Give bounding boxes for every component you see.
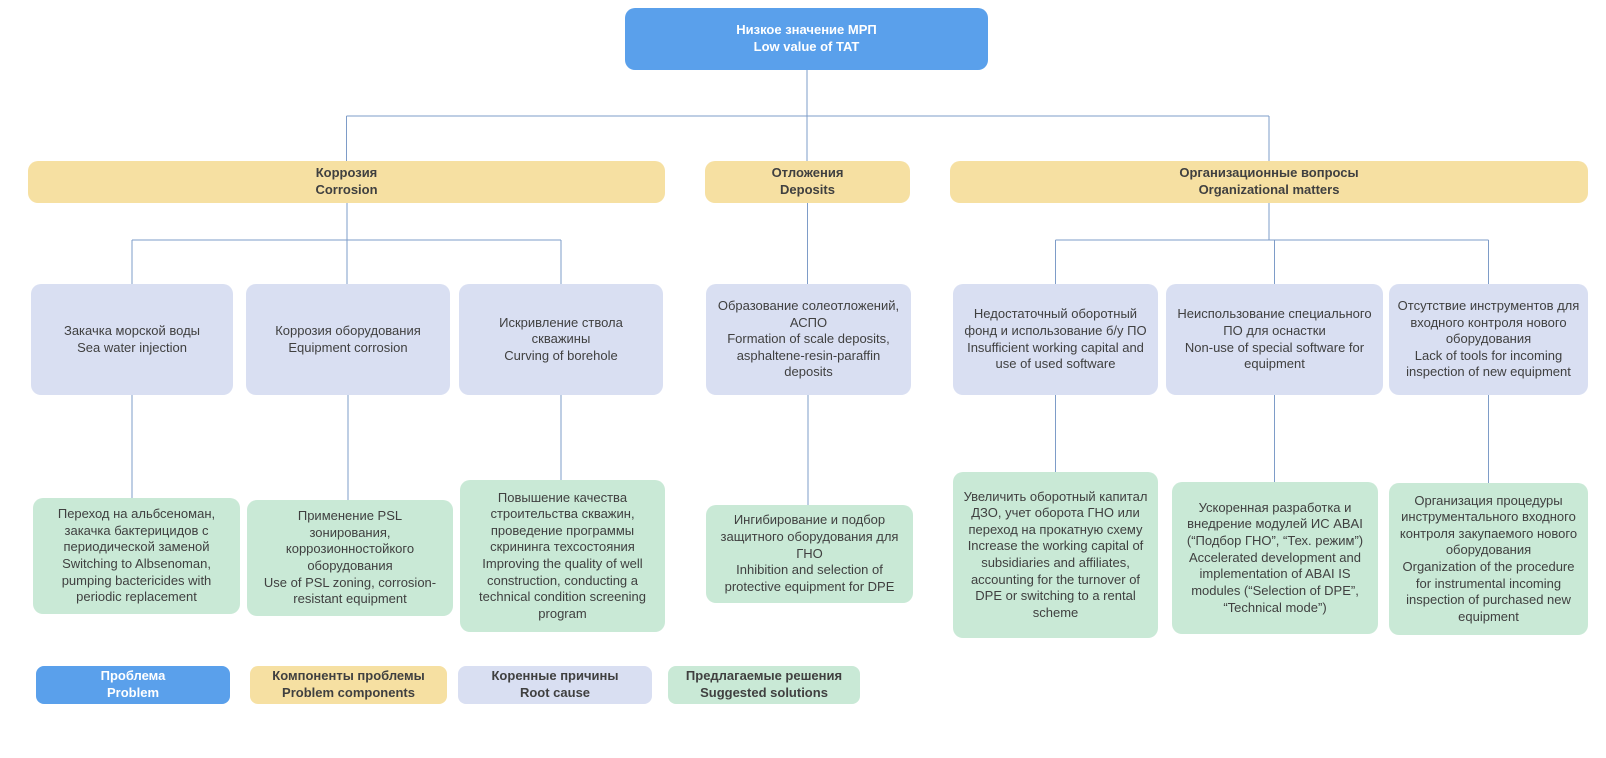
solution-ru: Увеличить оборотный капитал ДЗО, учет об… <box>963 488 1148 537</box>
legend-root-cause-en: Root cause <box>519 685 591 700</box>
legend-item-problem: Проблема Problem <box>36 666 230 704</box>
solution-ru: Повышение качества строительства скважин… <box>490 489 635 555</box>
cause-en: Lack of tools for incoming inspection of… <box>1406 347 1571 380</box>
component-node-corrosion: Коррозия Corrosion <box>28 161 665 203</box>
component-deposits-ru: Отложения <box>771 165 844 181</box>
legend-item-problem-components: Компоненты проблемы Problem components <box>250 666 447 704</box>
cause-ru: Коррозия оборудования <box>275 322 421 338</box>
solution-ru: Организация процедуры инструментального … <box>1399 492 1578 558</box>
solution-ru: Ингибирование и подбор защитного оборудо… <box>720 512 899 561</box>
legend-solutions-en: Suggested solutions <box>700 685 828 700</box>
solution-node-inhibition-protective-equipment: Ингибирование и подбор защитного оборудо… <box>706 505 913 603</box>
solution-en: Use of PSL zoning, corrosion-resistant e… <box>263 574 437 607</box>
solution-node-abai-is-modules: Ускоренная разработка и внедрение модуле… <box>1172 482 1378 634</box>
cause-node-sea-water-injection: Закачка морской воды Sea water injection <box>31 284 233 395</box>
cause-ru: Закачка морской воды <box>63 322 201 338</box>
cause-node-borehole-curving: Искривление ствола скважины Curving of b… <box>459 284 663 395</box>
cause-ru: Недостаточный оборотный фонд и использов… <box>964 306 1147 338</box>
solution-node-increase-working-capital: Увеличить оборотный капитал ДЗО, учет об… <box>953 472 1158 638</box>
cause-node-no-incoming-inspection-tools: Отсутствие инструментов для входного кон… <box>1389 284 1588 395</box>
solution-en: Improving the quality of well constructi… <box>479 556 646 621</box>
component-node-organizational-matters: Организационные вопросы Organizational m… <box>950 161 1588 203</box>
legend-components-ru: Компоненты проблемы <box>272 668 425 684</box>
solution-en: Accelerated development and implementati… <box>1188 549 1361 615</box>
component-organizational-ru: Организационные вопросы <box>1179 165 1359 181</box>
problem-node-en: Low value of TAT <box>753 39 860 54</box>
solution-ru: Переход на альбсеноман, закачка бактериц… <box>57 506 216 555</box>
cause-en: Insufficient working capital and use of … <box>967 339 1144 372</box>
cause-node-scale-deposits: Образование солеотложений, АСПО Formatio… <box>706 284 911 395</box>
component-deposits-en: Deposits <box>780 182 835 197</box>
legend-item-suggested-solutions: Предлагаемые решения Suggested solutions <box>668 666 860 704</box>
solution-ru: Ускоренная разработка и внедрение модуле… <box>1186 499 1364 549</box>
legend-root-cause-ru: Коренные причины <box>491 668 619 684</box>
solution-node-psl-zoning: Применение PSL зонирования, коррозионнос… <box>247 500 453 616</box>
cause-node-no-special-software: Неиспользование специального ПО для осна… <box>1166 284 1383 395</box>
cause-en: Sea water injection <box>77 339 187 355</box>
solution-en: Switching to Albsenoman, pumping bacteri… <box>61 556 212 605</box>
component-corrosion-ru: Коррозия <box>315 165 378 181</box>
cause-ru: Искривление ствола скважины <box>499 314 623 347</box>
cause-ru: Отсутствие инструментов для входного кон… <box>1397 297 1580 347</box>
cause-en: Formation of scale deposits, asphaltene-… <box>727 331 890 380</box>
solution-en: Inhibition and selection of protective e… <box>724 562 895 594</box>
legend-problem-ru: Проблема <box>100 668 166 684</box>
component-corrosion-en: Corrosion <box>315 182 378 197</box>
component-node-deposits: Отложения Deposits <box>705 161 910 203</box>
solution-node-albsenoman-switch: Переход на альбсеноман, закачка бактериц… <box>33 498 240 614</box>
solution-node-incoming-inspection-procedure: Организация процедуры инструментального … <box>1389 483 1588 635</box>
problem-node: Низкое значение МРП Low value of TAT <box>625 8 988 70</box>
legend-problem-en: Problem <box>106 685 159 700</box>
solution-node-well-construction-quality: Повышение качества строительства скважин… <box>460 480 665 632</box>
cause-en: Curving of borehole <box>504 347 618 363</box>
legend-components-en: Problem components <box>282 685 415 700</box>
cause-ru: Неиспользование специального ПО для осна… <box>1177 306 1372 338</box>
cause-en: Equipment corrosion <box>288 339 408 355</box>
problem-node-ru: Низкое значение МРП <box>736 22 877 38</box>
cause-node-insufficient-working-capital: Недостаточный оборотный фонд и использов… <box>953 284 1158 395</box>
cause-node-equipment-corrosion: Коррозия оборудования Equipment corrosio… <box>246 284 450 395</box>
cause-en: Non-use of special software for equipmen… <box>1184 339 1365 372</box>
cause-ru: Образование солеотложений, АСПО <box>717 297 900 330</box>
solution-ru: Применение PSL зонирования, коррозионнос… <box>285 508 415 573</box>
legend-item-root-cause: Коренные причины Root cause <box>458 666 652 704</box>
component-organizational-en: Organizational matters <box>1198 182 1340 197</box>
solution-en: Increase the working capital of subsidia… <box>967 538 1144 620</box>
legend-solutions-ru: Предлагаемые решения <box>685 668 843 684</box>
solution-en: Organization of the procedure for instru… <box>1402 559 1575 624</box>
